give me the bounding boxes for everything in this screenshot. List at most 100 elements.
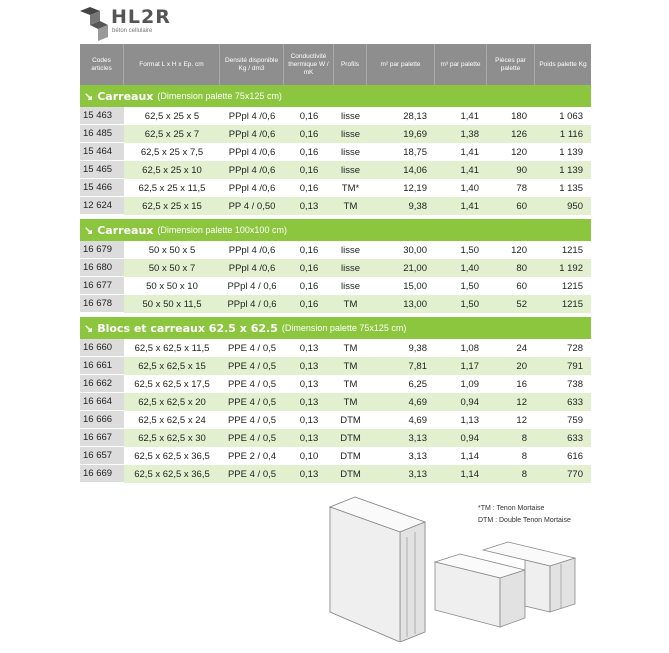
cell-m2: 3,13	[408, 468, 428, 480]
cell-pieces: 12	[516, 396, 527, 408]
cell-profil: TM	[343, 200, 358, 212]
cell-poids: 633	[567, 396, 583, 408]
cell-m3: 1,14	[460, 468, 480, 480]
cell-code: 16 666	[80, 411, 124, 429]
cell-m2: 19,69	[403, 128, 427, 140]
cell-m2: 7,81	[408, 360, 428, 372]
cell-m3: 0,94	[460, 432, 480, 444]
cell-m3: 1,50	[460, 298, 480, 310]
cell-poids: 770	[567, 468, 583, 480]
cell-format: 50 x 50 x 5	[148, 244, 196, 256]
cell-m3: 1,38	[460, 128, 480, 140]
cell-format: 62,5 x 62,5 x 30	[138, 432, 206, 444]
header-poids: Poids palette Kg	[539, 60, 587, 68]
table-row: 16 666 62,5 x 62,5 x 24 PPE 4 / 0,5 0,13 DTM…	[80, 411, 591, 429]
cell-conductivite: 0,16	[299, 298, 319, 310]
cell-code: 16 664	[80, 393, 124, 411]
cell-code: 16 657	[80, 447, 124, 465]
cell-format: 50 x 50 x 7	[148, 262, 196, 274]
cell-m2: 28,13	[403, 110, 427, 122]
cell-format: 62,5 x 62,5 x 17,5	[134, 378, 210, 390]
cell-m3: 1,41	[460, 146, 480, 158]
cell-code: 16 667	[80, 429, 124, 447]
cell-densite: PPE 4 / 0,5	[227, 378, 277, 390]
cell-m2: 15,00	[403, 280, 427, 292]
cell-m2: 14,06	[403, 164, 427, 176]
cell-pieces: 20	[516, 360, 527, 372]
cell-poids: 1 116	[559, 128, 583, 140]
cell-densite: PPE 4 / 0,5	[227, 342, 277, 354]
cell-poids: 759	[567, 414, 583, 426]
cell-format: 50 x 50 x 11,5	[142, 298, 202, 310]
cell-format: 62,5 x 62,5 x 11,5	[134, 342, 210, 354]
cell-m3: 1,50	[460, 280, 480, 292]
header-pieces: Pièces par palette	[487, 44, 535, 85]
section-header: ↘Carreaux(Dimension palette 75x125 cm)	[80, 85, 591, 107]
cell-conductivite: 0,16	[299, 262, 319, 274]
cell-conductivite: 0,16	[299, 164, 319, 176]
cell-m3: 1,40	[460, 182, 480, 194]
cell-code: 16 661	[80, 357, 124, 375]
cell-conductivite: 0,13	[299, 378, 319, 390]
cell-profil: lisse	[340, 110, 360, 122]
cell-poids: 1215	[561, 244, 583, 256]
cell-m2: 21,00	[403, 262, 427, 274]
arrow-icon: ↘	[84, 90, 94, 103]
cell-profil: DTM	[340, 468, 361, 480]
section-title: Blocs et carreaux 62.5 x 62.5	[97, 321, 278, 335]
cell-poids: 633	[567, 432, 583, 444]
cell-pieces: 8	[521, 432, 527, 444]
cell-conductivite: 0,13	[299, 414, 319, 426]
cell-profil: lisse	[340, 128, 360, 140]
cell-conductivite: 0,13	[299, 468, 319, 480]
header-format: Format L x H x Ep. cm	[124, 44, 220, 85]
cell-code: 16 678	[80, 295, 124, 313]
cell-profil: TM	[343, 342, 358, 354]
cell-densite: PPE 4 / 0,5	[227, 432, 277, 444]
cell-conductivite: 0,16	[299, 244, 319, 256]
cell-pieces: 180	[511, 110, 527, 122]
cell-code: 16 660	[80, 339, 124, 357]
section-subtitle: (Dimension palette 75x125 cm)	[281, 323, 407, 333]
blocks-illustration-icon	[328, 496, 577, 642]
cell-format: 50 x 50 x 10	[146, 280, 198, 292]
cell-densite: PPE 4 / 0,5	[227, 396, 277, 408]
cell-code: 16 680	[80, 259, 124, 277]
cell-m2: 13,00	[403, 298, 427, 310]
cell-densite: PPE 4 / 0,5	[227, 414, 277, 426]
cell-m2: 9,38	[408, 200, 428, 212]
cell-format: 62,5 x 62,5 x 24	[138, 414, 206, 426]
cell-pieces: 120	[511, 244, 527, 256]
cell-code: 16 669	[80, 465, 124, 483]
cell-code: 15 465	[80, 161, 124, 179]
cell-conductivite: 0,16	[299, 146, 319, 158]
cell-m3: 1,41	[460, 200, 480, 212]
cell-conductivite: 0,13	[299, 396, 319, 408]
cell-profil: DTM	[340, 414, 361, 426]
cell-poids: 728	[567, 342, 583, 354]
cell-pieces: 126	[511, 128, 527, 140]
header-m3: m³ par palette	[435, 44, 487, 85]
profile-legend: *TM : Tenon Mortaise DTM : Double Tenon …	[478, 503, 571, 527]
cell-pieces: 16	[516, 378, 527, 390]
cell-format: 62,5 x 62,5 x 15	[138, 360, 206, 372]
cell-conductivite: 0,13	[299, 342, 319, 354]
cell-m2: 12,19	[403, 182, 427, 194]
header-codes: Codes articles	[80, 44, 124, 85]
cell-poids: 1 139	[559, 164, 583, 176]
cell-code: 15 464	[80, 143, 124, 161]
section-title: Carreaux	[97, 89, 154, 103]
cell-densite: PPpl 4 /0,6	[228, 262, 276, 274]
